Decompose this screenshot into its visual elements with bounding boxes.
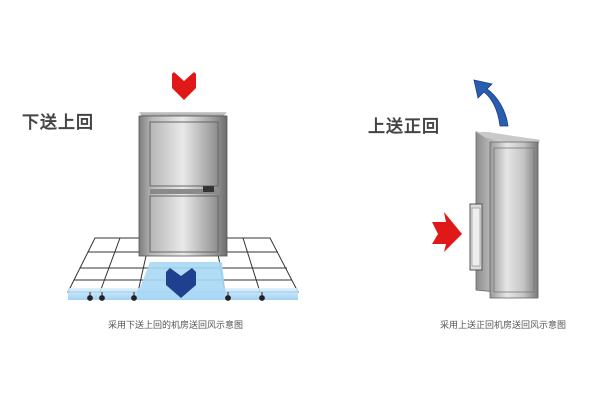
- left-panel-caption: 采用下送上回的机房送回风示意图: [108, 321, 244, 331]
- right-panel-title: 上送正回: [368, 117, 440, 137]
- intake-air-arrow-icon: [432, 212, 462, 252]
- return-air-arrow-icon: [172, 72, 196, 100]
- exhaust-air-arrow-icon: [473, 79, 509, 127]
- control-panel-icon: [203, 186, 214, 192]
- precision-ac-unit-right: [469, 131, 540, 299]
- left-panel-title: 下送上回: [22, 113, 94, 133]
- precision-ac-unit: [138, 112, 228, 257]
- supply-air-arrow-icon: [166, 268, 196, 298]
- right-panel-caption: 采用上送正回机房送回风示意图: [440, 321, 567, 331]
